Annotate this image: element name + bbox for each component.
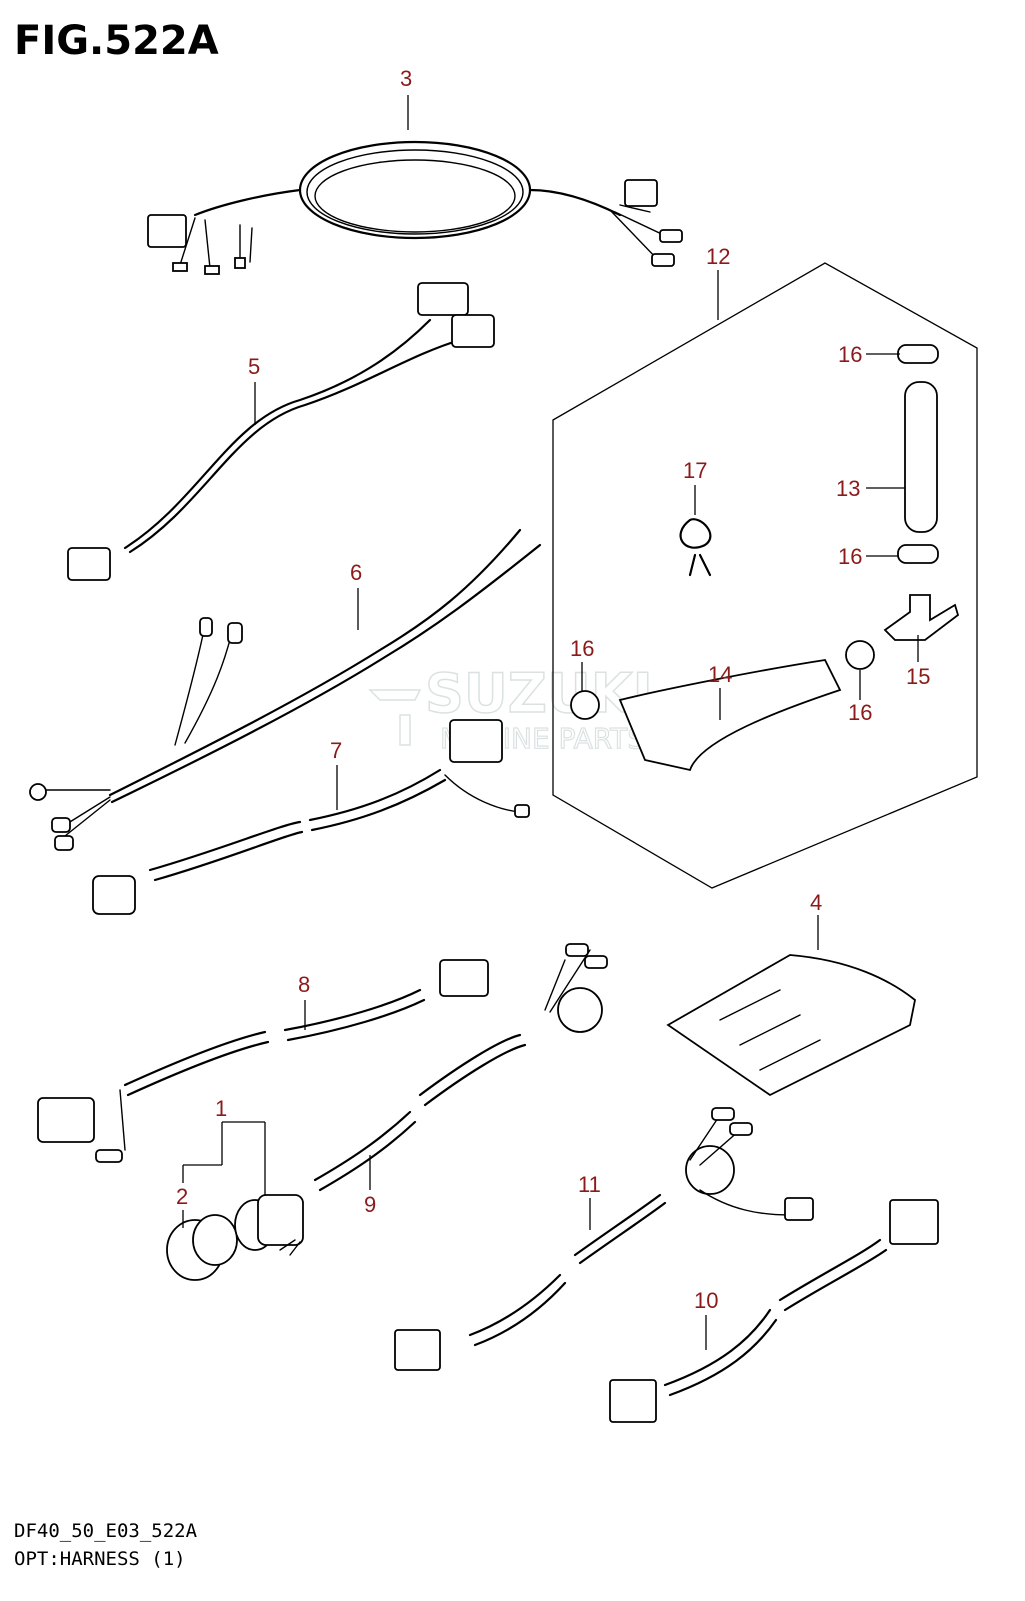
- figure-code: DF40_50_E03_522A: [14, 1520, 198, 1542]
- figure-subtitle: OPT:HARNESS (1): [14, 1548, 186, 1570]
- callout-11: 11: [578, 1172, 601, 1197]
- part-1-2-receptacle: [166, 1194, 304, 1281]
- callout-17: 17: [683, 458, 707, 483]
- leader-lines: [182, 95, 919, 1350]
- callout-7: 7: [330, 738, 342, 763]
- callout-15: 15: [906, 664, 930, 689]
- callout-16-a: 16: [838, 342, 862, 367]
- callout-14: 14: [708, 662, 732, 687]
- callout-16-c: 16: [570, 636, 594, 661]
- callout-16-b: 16: [838, 544, 862, 569]
- callout-8: 8: [298, 972, 310, 997]
- part-3-main-harness: [147, 140, 683, 275]
- callout-9: 9: [364, 1192, 376, 1217]
- callout-1: 1: [215, 1096, 227, 1121]
- part-12-tube-kit-box: [552, 262, 978, 889]
- part-6-harness: [29, 528, 542, 851]
- callout-13: 13: [836, 476, 860, 501]
- watermark-line1: SUZUKI: [425, 662, 653, 725]
- callout-16-d: 16: [848, 700, 872, 725]
- watermark-logo-icon: [368, 689, 422, 746]
- callout-3: 3: [400, 66, 412, 91]
- watermark: SUZUKI MARINE PARTS: [368, 661, 653, 756]
- part-11-harness: [394, 1107, 814, 1371]
- figure-title: FIG.522A: [14, 18, 219, 64]
- callouts: 3 5 6 7 8 9 1 2 12 17 16 13 16 16 14 16 …: [176, 66, 930, 1313]
- callout-5: 5: [248, 354, 260, 379]
- part-7-harness: [92, 719, 530, 915]
- callout-6: 6: [350, 560, 362, 585]
- part-8-harness: [37, 959, 489, 1163]
- callout-10: 10: [694, 1288, 718, 1313]
- callout-4: 4: [810, 890, 822, 915]
- callout-12: 12: [706, 244, 730, 269]
- part-4-bag: [666, 954, 916, 1097]
- part-5-harness: [67, 282, 495, 581]
- part-10-harness: [609, 1199, 939, 1423]
- callout-2: 2: [176, 1184, 188, 1209]
